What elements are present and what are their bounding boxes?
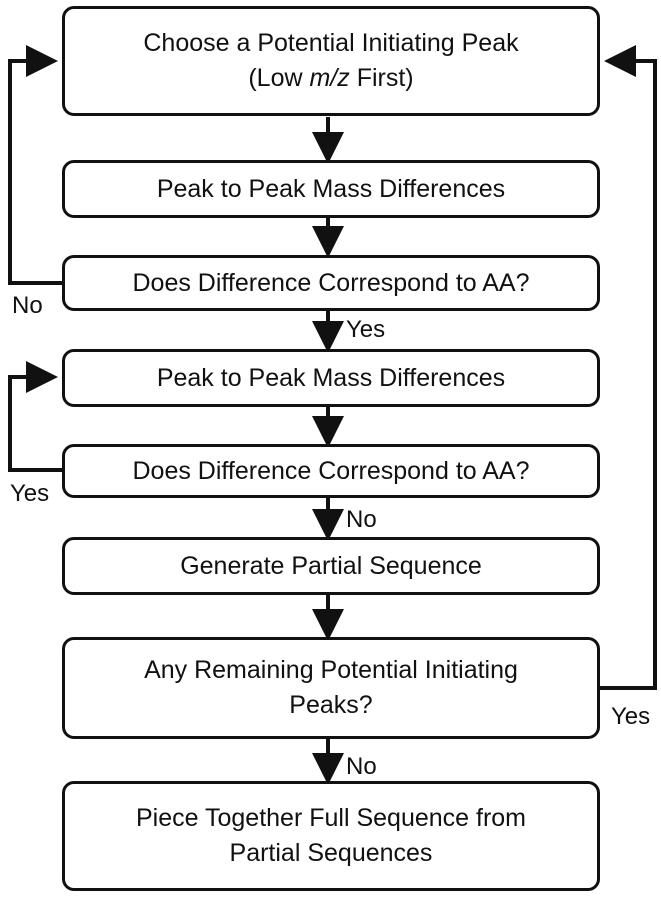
choose-peak-line1: Choose a Potential Initiating Peak <box>143 29 519 57</box>
piece-together-line1: Piece Together Full Sequence from <box>135 804 527 832</box>
remaining-box: Any Remaining Potential Initiating Peaks… <box>62 637 600 739</box>
choose-peak-line2-em: m/z <box>309 64 350 92</box>
mass-diff-box-1: Peak to Peak Mass Differences <box>62 160 600 218</box>
remaining-line1: Any Remaining Potential Initiating <box>144 656 518 684</box>
piece-together-box: Piece Together Full Sequence from Partia… <box>62 781 600 891</box>
label-yes-down-1: Yes <box>346 316 386 343</box>
label-no-loop-1: No <box>12 292 43 319</box>
loop-yes-to-choose <box>598 45 657 690</box>
label-yes-loop-2: Yes <box>10 480 50 507</box>
choose-peak-line2-post: First) <box>349 64 414 92</box>
mass-diff-box-2: Peak to Peak Mass Differences <box>62 349 600 407</box>
loop-yes-to-massdiff2 <box>8 361 62 472</box>
generate-partial-box: Generate Partial Sequence <box>62 537 600 595</box>
corresponds-box-1: Does Difference Correspond to AA? <box>62 255 600 311</box>
piece-together-line2: Partial Sequences <box>229 839 433 867</box>
choose-peak-line2: (Low m/z First) <box>143 61 518 96</box>
choose-peak-box: Choose a Potential Initiating Peak (Low … <box>62 6 600 116</box>
remaining-line2: Peaks? <box>289 691 373 719</box>
label-yes-loop-3: Yes <box>611 703 651 730</box>
loop-no-to-choose <box>8 45 62 285</box>
choose-peak-line2-pre: (Low <box>248 64 310 92</box>
corresponds-box-2: Does Difference Correspond to AA? <box>62 444 600 498</box>
label-no-down-3: No <box>346 753 377 780</box>
label-no-down-2: No <box>346 506 377 533</box>
